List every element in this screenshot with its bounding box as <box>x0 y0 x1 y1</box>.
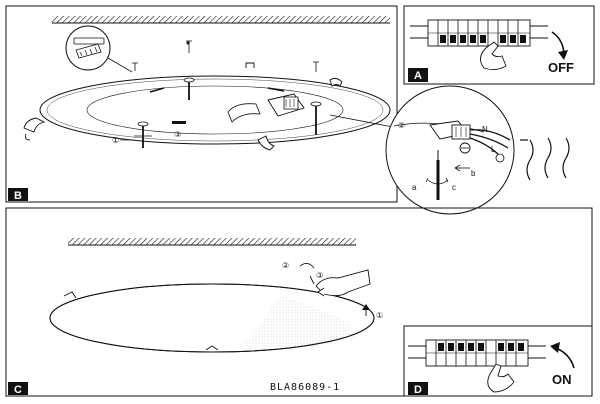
terminal-block-icon <box>227 93 305 123</box>
circuit-breaker-panel-icon <box>410 19 548 47</box>
mains-cable-icon <box>520 137 570 181</box>
callout-two: ② <box>398 121 405 130</box>
callout-two: ② <box>282 261 289 270</box>
panel-tag-d-label: D <box>414 384 422 396</box>
motion-label-a: a <box>412 183 417 192</box>
panel-tag-d <box>408 382 428 395</box>
callout-one: ① <box>112 136 119 145</box>
panel-tag-b <box>8 188 28 201</box>
panel-tag-a <box>408 68 428 82</box>
switch-down-arrow-icon <box>551 31 568 60</box>
callout-one: ① <box>376 311 383 320</box>
retaining-clip-icon <box>23 62 343 151</box>
panel-d: ON D <box>403 325 593 397</box>
motion-label-b: b <box>471 169 476 178</box>
fixing-screw-icon <box>134 77 322 148</box>
switch-label-on: ON <box>552 372 572 387</box>
wiring-detail-magnifier <box>385 85 515 215</box>
panel-tag-a-label: A <box>414 70 422 82</box>
panel-tag-c-label: C <box>14 384 22 396</box>
callout-three: ③ <box>316 271 323 280</box>
panel-b: ① ③ ② <box>5 5 570 215</box>
hand-lifting-shade-icon <box>315 269 371 297</box>
model-code: BLA86089-1 <box>270 382 340 393</box>
hand-finger-icon <box>487 363 515 393</box>
ceiling-hatch <box>68 238 356 245</box>
mounting-base-plate <box>39 75 391 145</box>
switch-label-off: OFF <box>548 60 574 75</box>
circuit-breaker-panel-icon <box>408 339 546 367</box>
panel-c: ② ③ ① BLA86089-1 C <box>5 207 593 397</box>
hand-finger-icon <box>480 41 507 71</box>
panel-a: OFF A <box>403 5 595 85</box>
rotate-arrow-icon <box>299 263 370 316</box>
callout-three: ③ <box>174 130 181 139</box>
wire-label-l: L <box>491 145 496 154</box>
panel-tag-b-label: B <box>14 190 22 202</box>
panel-tag-c <box>8 382 28 395</box>
wire-label-n: N <box>482 125 488 134</box>
ceiling-hatch <box>52 16 390 23</box>
switch-up-arrow-icon <box>550 342 575 369</box>
wall-anchor-detail-icon <box>65 25 133 73</box>
motion-label-c: c <box>452 183 456 192</box>
glass-shade-diffuser <box>49 283 375 353</box>
ceiling-drill-marks <box>132 40 319 72</box>
